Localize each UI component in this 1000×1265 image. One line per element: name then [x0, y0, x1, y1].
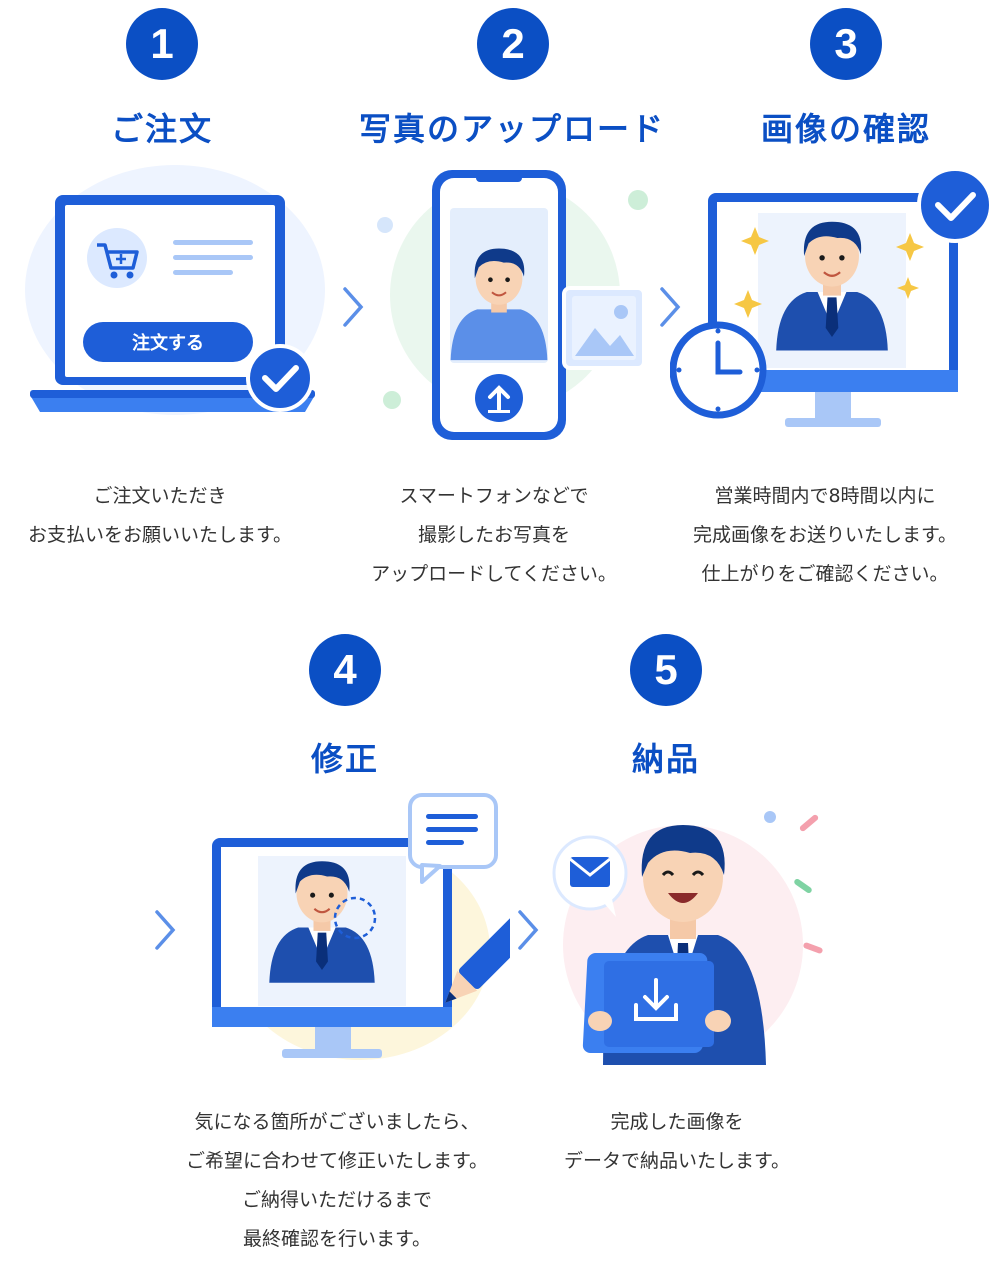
order-illustration — [25, 165, 325, 415]
step-description-4: 気になる箇所がございましたら、 ご希望に合わせて修正いたします。 ご納得いただけ… — [185, 1111, 489, 1250]
step-title-2: 写真のアップロード — [358, 110, 665, 148]
step-number-3: 3 — [810, 8, 882, 80]
step-number-5: 5 — [630, 634, 702, 706]
delivery-illustration — [552, 811, 823, 1065]
upload-illustration — [377, 170, 648, 440]
step-number-4: 4 — [309, 634, 381, 706]
review-illustration — [670, 167, 990, 427]
step-number-2: 2 — [477, 8, 549, 80]
chat-bubble-icon — [408, 793, 498, 884]
chevron-right-icon — [155, 910, 176, 950]
step-description-2: スマートフォンなどで 撮影したお写真を アップロードしてください。 — [371, 485, 617, 585]
revision-illustration — [212, 793, 510, 1060]
check-icon — [246, 344, 314, 412]
mail-icon — [552, 835, 628, 917]
step-title-3: 画像の確認 — [760, 110, 931, 148]
step-title-5: 納品 — [631, 740, 700, 778]
sparkle-icon — [734, 227, 924, 318]
step-title-4: 修正 — [310, 740, 379, 778]
chevron-right-icon — [343, 287, 364, 327]
step-description-5: 完成した画像を データで納品いたします。 — [563, 1111, 791, 1172]
step-title-1: ご注文 — [110, 110, 213, 148]
step-description-1: ご注文いただき お支払いをお願いいたします。 — [27, 485, 293, 546]
chevron-right-icon — [518, 910, 539, 950]
download-icon — [582, 953, 714, 1053]
step-description-3: 営業時間内で8時間以内に 完成画像をお送りいたします。 仕上がりをご確認ください… — [692, 485, 958, 585]
order-button[interactable]: 注文する — [83, 322, 253, 362]
chevron-right-icon — [660, 287, 681, 327]
check-icon — [917, 167, 990, 243]
pencil-icon — [445, 914, 510, 1003]
step-number-1: 1 — [126, 8, 198, 80]
